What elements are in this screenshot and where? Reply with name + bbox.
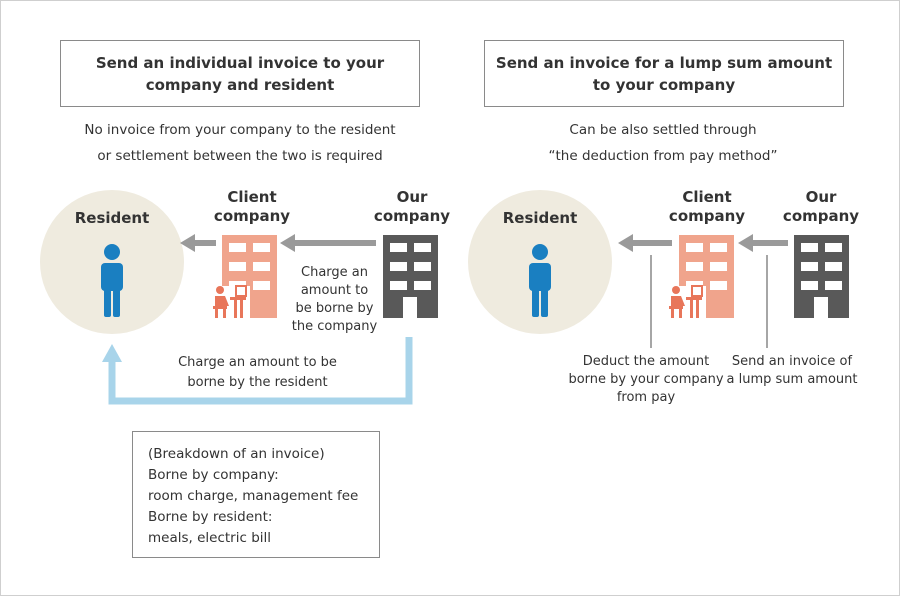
left-charge-company-text: Charge an amount to be borne by the comp… <box>291 265 378 334</box>
left-arrow-our-to-client <box>280 234 376 252</box>
right-title: Send an invoice for a lump sum amount to… <box>495 53 833 94</box>
right-our-label: Our company <box>782 188 860 225</box>
left-our-label: Our company <box>373 188 451 225</box>
left-arrow-client-to-resident <box>180 234 216 252</box>
right-lump-text: Send an invoice of a lump sum amount <box>726 354 858 387</box>
invoice-breakdown-box: (Breakdown of an invoice) Borne by compa… <box>132 431 380 558</box>
right-our-building-icon <box>794 235 849 318</box>
right-resident-circle <box>468 190 612 334</box>
right-client-label: Client company <box>668 188 746 225</box>
right-resident-label: Resident <box>502 209 578 227</box>
right-arrow-client-to-resident <box>618 234 672 252</box>
left-client-label: Client company <box>213 188 291 225</box>
breakdown-line-2: room charge, management fee <box>148 488 359 504</box>
breakdown-heading: (Breakdown of an invoice) <box>148 446 325 462</box>
right-deduct-text: Deduct the amount borne by your company … <box>568 354 724 405</box>
left-charge-resident-text: Charge an amount to be borne by the resi… <box>178 355 337 390</box>
breakdown-line-4: meals, electric bill <box>148 530 272 546</box>
right-title-box: Send an invoice for a lump sum amount to… <box>484 40 844 107</box>
left-note: No invoice from your company to the resi… <box>84 122 396 164</box>
left-title-box: Send an individual invoice to your compa… <box>60 40 420 107</box>
breakdown-line-3: Borne by resident: <box>148 509 273 525</box>
right-desk-worker-icon <box>666 285 706 320</box>
left-title: Send an individual invoice to your compa… <box>95 53 385 94</box>
left-our-building-icon <box>383 235 438 318</box>
left-resident-label: Resident <box>74 209 150 227</box>
left-resident-circle <box>40 190 184 334</box>
breakdown-line-1: Borne by company: <box>148 467 279 483</box>
left-blue-arrow <box>102 337 413 405</box>
left-desk-worker-icon <box>210 285 250 320</box>
right-arrow-our-to-client <box>738 234 788 252</box>
right-note: Can be also settled through “the deducti… <box>548 122 778 164</box>
